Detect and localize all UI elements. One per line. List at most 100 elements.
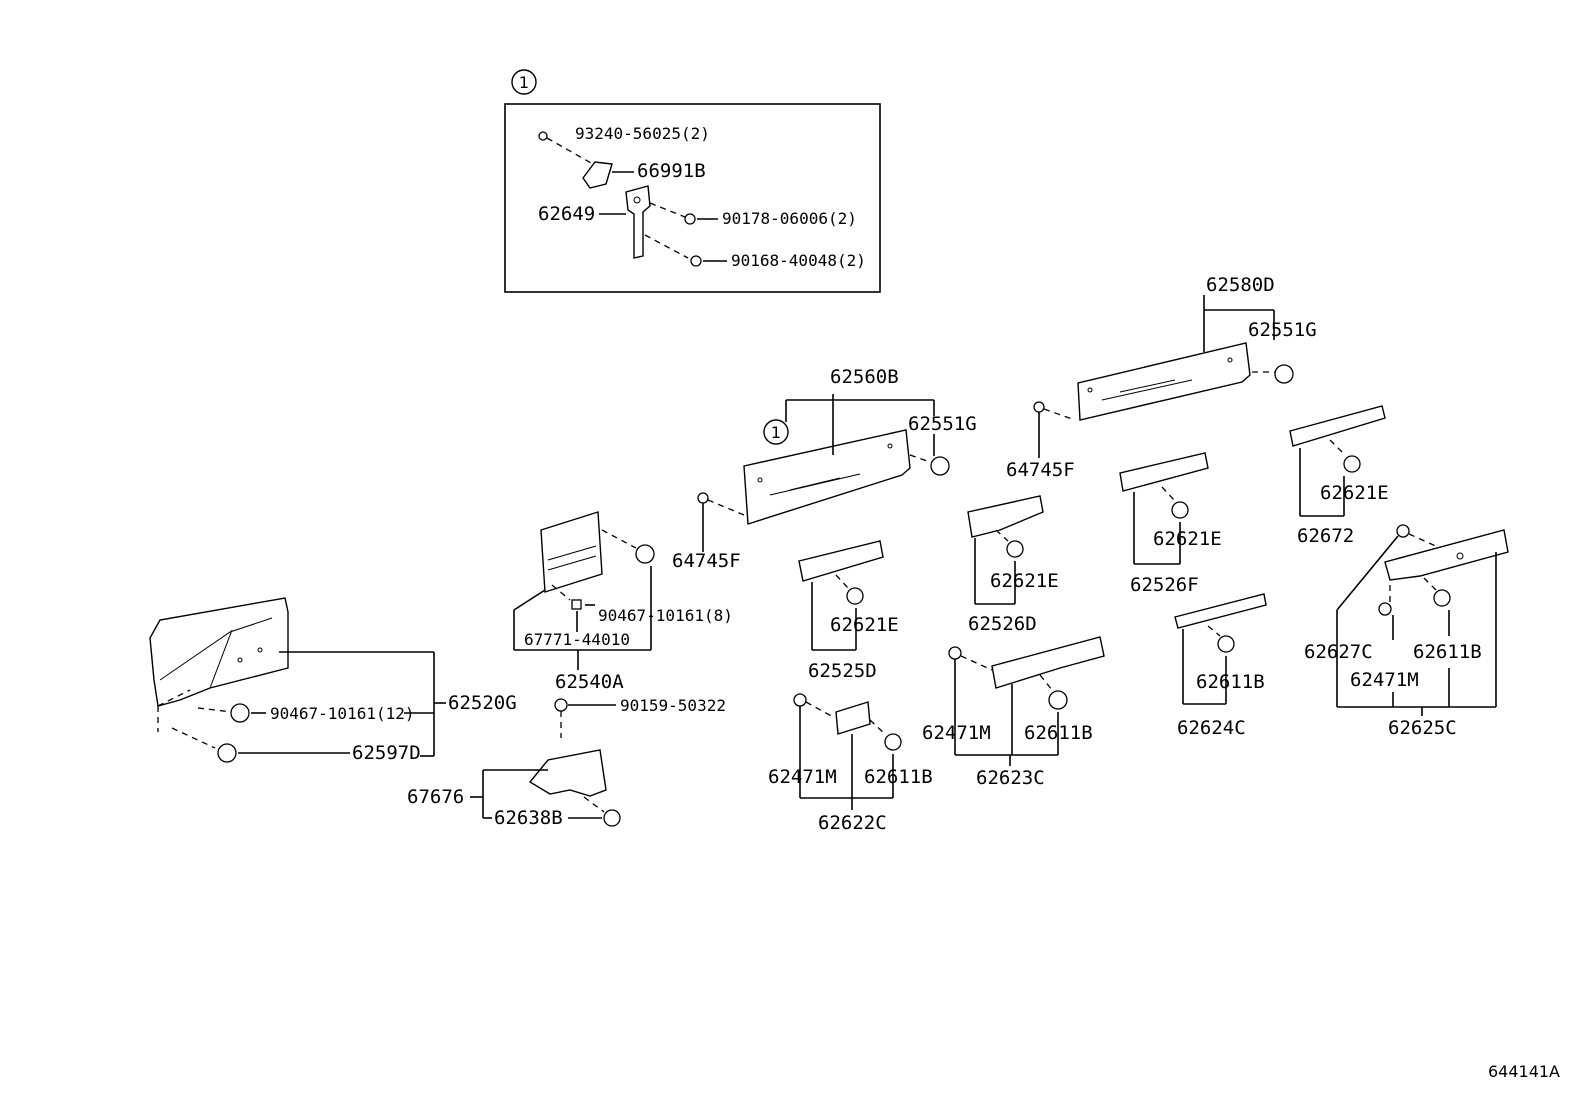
part-label: 62560B	[830, 366, 899, 388]
part-label: 62649	[538, 203, 595, 225]
clip-icon	[635, 544, 655, 564]
panel-62520G: 90467-10161(12) 62520G 62597D	[149, 597, 517, 764]
callout-number: 1	[519, 73, 529, 92]
fastener-icon	[1378, 602, 1392, 616]
part-label: 62621E	[1320, 482, 1389, 504]
quarter-trim-icon	[149, 597, 289, 707]
trim-panel-icon	[991, 636, 1105, 689]
part-label: 62551G	[908, 413, 977, 435]
trim-panel-icon	[967, 495, 1044, 538]
part-label: 62611B	[864, 766, 933, 788]
trim-panel-icon	[1119, 452, 1209, 492]
clip-icon	[230, 703, 250, 723]
clip-icon	[1217, 635, 1235, 653]
part-label: 62520G	[448, 692, 517, 714]
part-label: 62672	[1297, 525, 1354, 547]
plate-icon	[625, 185, 651, 259]
part-label: 62611B	[1196, 671, 1265, 693]
bracket-icon	[582, 161, 613, 189]
part-label: 62580D	[1206, 274, 1275, 296]
panel-62672: 62621E 62672	[1289, 405, 1389, 547]
panel-67676: 90159-50322 67676 62638B	[407, 696, 726, 829]
part-label: 62624C	[1177, 717, 1246, 739]
inset-frame	[504, 103, 881, 293]
clip-icon	[1006, 540, 1024, 558]
panel-62526D: 62621E 62526D	[967, 495, 1059, 635]
part-label: 62525D	[808, 660, 877, 682]
callout-number: 1	[771, 423, 781, 442]
trim-panel-icon	[1077, 342, 1251, 421]
part-label: 62611B	[1024, 722, 1093, 744]
part-label: 90168-40048(2)	[731, 251, 866, 270]
part-label: 62526F	[1130, 574, 1199, 596]
clip-icon	[1343, 455, 1361, 473]
panel-62622C: 62471M 62611B 62622C	[768, 693, 933, 834]
screw-icon	[538, 131, 548, 141]
fastener-icon	[948, 646, 962, 660]
part-label: 62471M	[1350, 669, 1419, 691]
trim-panel-icon	[1384, 529, 1509, 581]
part-label: 62621E	[1153, 528, 1222, 550]
clip-icon	[1048, 690, 1068, 710]
trim-panel-icon	[540, 511, 603, 593]
part-label: 64745F	[1006, 459, 1075, 481]
part-label: 90467-10161(12)	[270, 704, 415, 723]
part-label: 62597D	[352, 742, 421, 764]
pad-icon	[835, 701, 871, 735]
fastener-icon	[1396, 524, 1410, 538]
part-label: 90178-06006(2)	[722, 209, 857, 228]
callout-circle	[763, 419, 789, 445]
panel-62525D: 62621E 62525D	[798, 540, 899, 682]
screw-icon	[554, 698, 568, 712]
callout-circle	[511, 69, 537, 95]
panel-62526F: 62621E 62526F	[1119, 452, 1222, 596]
bracket-icon	[528, 749, 607, 797]
trim-panel-icon	[1174, 593, 1267, 629]
part-label: 67676	[407, 786, 464, 808]
clip-nut-icon	[571, 599, 582, 610]
part-label: 62471M	[922, 722, 991, 744]
clip-icon	[884, 733, 902, 751]
part-label: 67771-44010	[524, 630, 630, 649]
panel-62540A: 90467-10161(8) 67771-44010 62540A	[513, 511, 733, 693]
part-label: 62551G	[1248, 319, 1317, 341]
trim-panel-icon	[743, 429, 911, 525]
inset-assembly: 1 93240-56025(2) 66991B 62649 90178-0600…	[504, 69, 881, 293]
clip-icon	[1433, 589, 1451, 607]
panel-62623C: 62471M 62611B 62623C	[922, 636, 1105, 789]
fastener-icon	[793, 693, 807, 707]
diagram-id: 644141A	[1488, 1062, 1560, 1081]
fastener-icon	[1033, 401, 1045, 413]
nut-icon	[684, 213, 696, 225]
part-label: 62627C	[1304, 641, 1373, 663]
panel-62624C: 62611B 62624C	[1174, 593, 1267, 739]
fastener-icon	[697, 492, 709, 504]
panel-62580D: 62580D 62551G 64745F	[1006, 274, 1317, 481]
part-label: 90159-50322	[620, 696, 726, 715]
part-label: 62471M	[768, 766, 837, 788]
clip-icon	[1274, 364, 1294, 384]
part-label: 93240-56025(2)	[575, 124, 710, 143]
part-label: 62638B	[494, 807, 563, 829]
part-label: 62622C	[818, 812, 887, 834]
clip-icon	[217, 743, 237, 763]
part-label: 62526D	[968, 613, 1037, 635]
part-label: 64745F	[672, 550, 741, 572]
part-label: 62625C	[1388, 717, 1457, 739]
part-label: 66991B	[637, 160, 706, 182]
part-label: 62623C	[976, 767, 1045, 789]
part-label: 62621E	[830, 614, 899, 636]
part-label: 90467-10161(8)	[598, 606, 733, 625]
trim-panel-icon	[1289, 405, 1386, 447]
trim-panel-icon	[798, 540, 884, 582]
bolt-icon	[690, 255, 702, 267]
panel-62560B: 1 62560B 62551G 64745F	[672, 366, 977, 572]
clip-icon	[603, 809, 621, 827]
panel-62625C: 62627C 62611B 62471M 62625C	[1304, 524, 1509, 739]
part-label: 62621E	[990, 570, 1059, 592]
part-label: 62611B	[1413, 641, 1482, 663]
clip-icon	[846, 587, 864, 605]
clip-icon	[930, 456, 950, 476]
